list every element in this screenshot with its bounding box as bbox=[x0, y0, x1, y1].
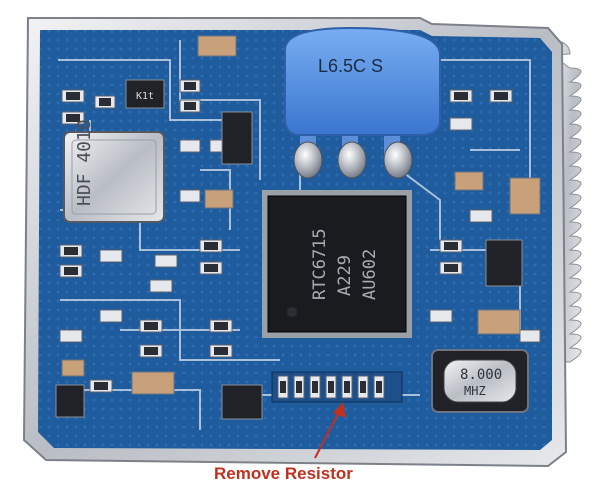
coil-marking: L6.5C S bbox=[318, 56, 383, 76]
annotation-label: Remove Resistor bbox=[214, 464, 353, 483]
chip-marking-line3: AU602 bbox=[360, 249, 380, 300]
coil-solder-joints bbox=[293, 141, 413, 179]
oscillator-marking: HDF 4010 bbox=[74, 119, 95, 206]
crystal-can: 8.000 MHZ bbox=[431, 349, 529, 413]
crystal-marking-line2: MHZ bbox=[464, 384, 486, 398]
smd-components bbox=[59, 35, 541, 395]
crystal-marking-line1: 8.000 bbox=[460, 367, 502, 383]
svg-text:RTC6715: RTC6715 bbox=[310, 228, 330, 300]
transistor-marking: K1t bbox=[136, 91, 154, 102]
resistor-row bbox=[271, 371, 403, 403]
annotation-arrow bbox=[314, 402, 346, 459]
oscillator-can: HDF 4010 bbox=[63, 119, 165, 223]
chip-marking-line1: RTC6715 bbox=[310, 228, 330, 300]
main-chip: RTC6715 A229 AU602 bbox=[267, 195, 407, 333]
svg-text:A229: A229 bbox=[335, 255, 355, 296]
chip-marking-line2: A229 bbox=[335, 255, 355, 296]
small-transistors: K1t bbox=[55, 79, 523, 420]
svg-text:HDF 4010: HDF 4010 bbox=[74, 119, 95, 206]
svg-text:AU602: AU602 bbox=[360, 249, 380, 300]
